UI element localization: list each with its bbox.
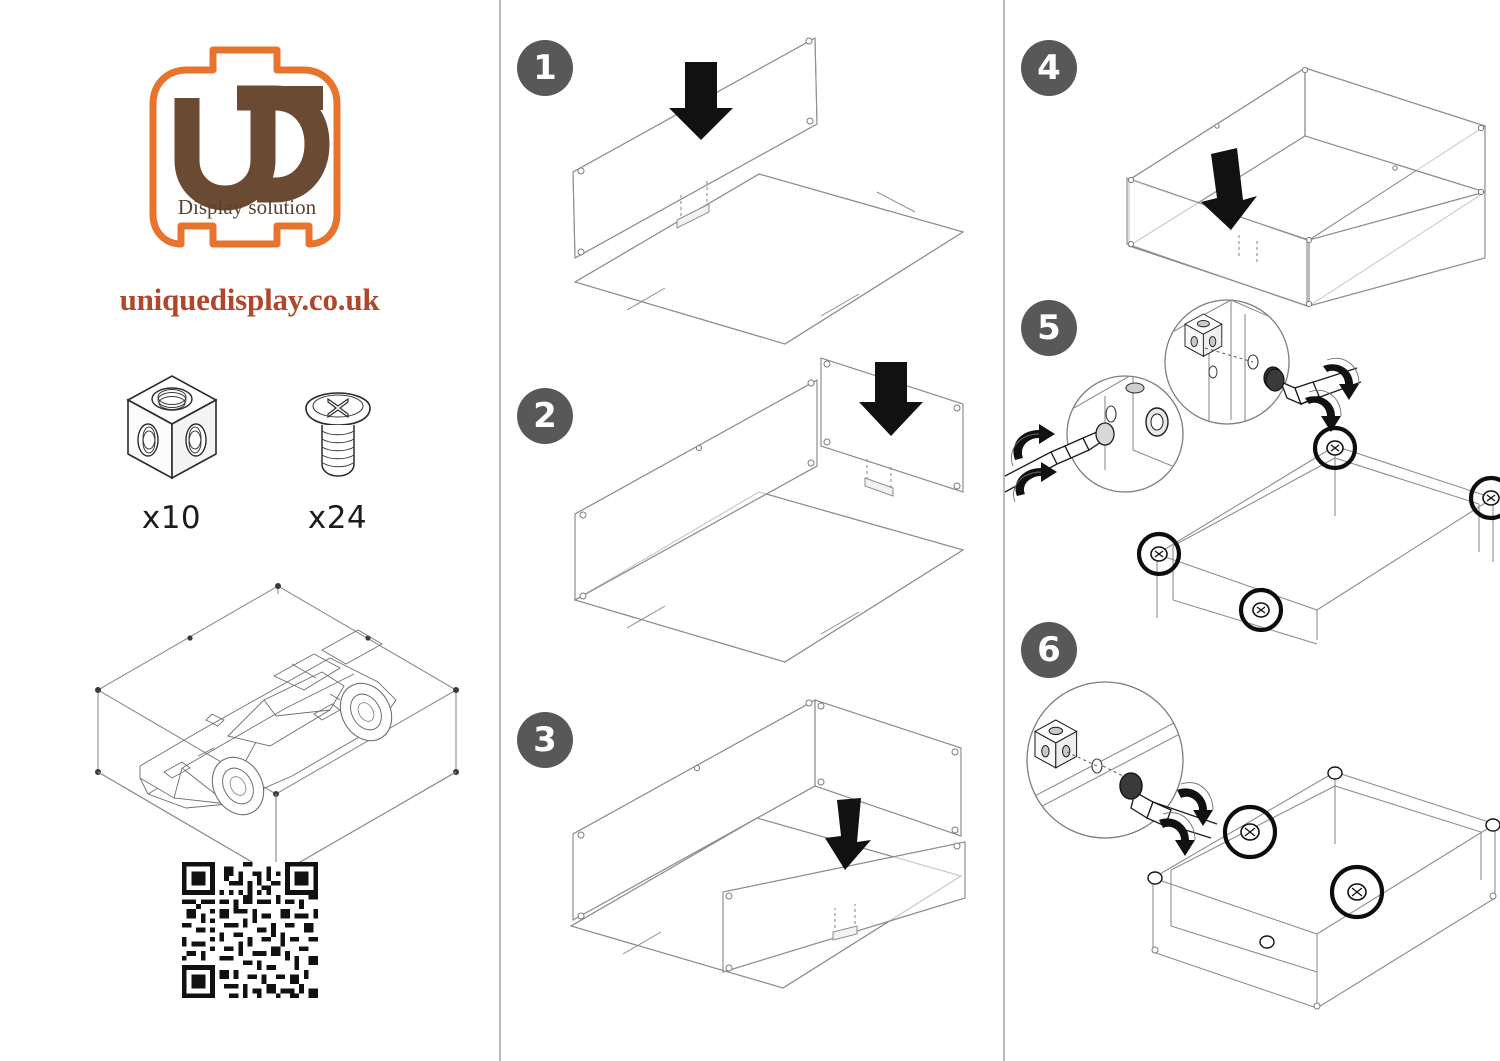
qr-code-block[interactable] [0, 862, 499, 998]
step-badge-1: 1 [517, 40, 573, 96]
middle-column: 1 [501, 0, 1003, 1061]
cube-connector-icon [118, 368, 226, 486]
product-hero-illustration [78, 550, 468, 880]
screw-highlight-marker [1136, 531, 1182, 577]
step-5-figure [1004, 299, 1500, 645]
step-badge-3: 3 [517, 712, 573, 768]
brand-logo: Display solution [125, 18, 375, 268]
column-divider-1 [499, 0, 501, 1061]
qr-code[interactable] [181, 862, 318, 998]
screwdriver-b-icon [1265, 358, 1362, 432]
part-cube-connector: x10 [118, 368, 226, 536]
screw-highlight-marker [1238, 587, 1284, 633]
callout-magnifier-b [1164, 299, 1290, 425]
assembly-arrow-icon [1201, 148, 1257, 230]
screw-highlight-marker [1468, 475, 1500, 521]
step-badge-6: 6 [1021, 622, 1077, 678]
screw-highlight-marker [1312, 425, 1358, 471]
assembly-arrow-icon [825, 798, 871, 870]
column-divider-2 [1003, 0, 1005, 1061]
step-6-figure [1005, 620, 1500, 1020]
part-quantity-label: x24 [307, 500, 368, 536]
screw-icon [294, 368, 382, 486]
screw-highlight-marker [1329, 864, 1385, 920]
left-column: Display solution uniquedisplay.co.uk [0, 0, 499, 1061]
step-badge-2: 2 [517, 388, 573, 444]
step-3-figure [559, 686, 979, 1016]
step-4-figure [1117, 50, 1497, 320]
step-badge-4: 4 [1021, 40, 1077, 96]
ud-logo-icon: Display solution [149, 46, 340, 248]
right-column: 4 [1004, 0, 1500, 1061]
part-quantity-label: x10 [141, 500, 202, 536]
step-6-box [1147, 766, 1500, 1010]
step-2-figure [559, 352, 979, 682]
logo-tagline: Display solution [177, 195, 316, 219]
screw-highlight-marker [1222, 804, 1278, 860]
callout-magnifier-a [1066, 375, 1184, 493]
parts-list: x10 [0, 368, 499, 536]
step-badge-5: 5 [1021, 300, 1077, 356]
assembly-arrow-icon [669, 62, 733, 140]
step-1-figure [559, 26, 979, 358]
step-5-box [1136, 425, 1500, 645]
brand-url[interactable]: uniquedisplay.co.uk [119, 282, 380, 317]
screwdriver-c-icon [1119, 772, 1218, 856]
brand-block: Display solution uniquedisplay.co.uk [0, 18, 499, 318]
screwdriver-a-icon [1004, 422, 1115, 503]
part-screw: x24 [294, 368, 382, 536]
assembly-arrow-icon [859, 362, 923, 436]
